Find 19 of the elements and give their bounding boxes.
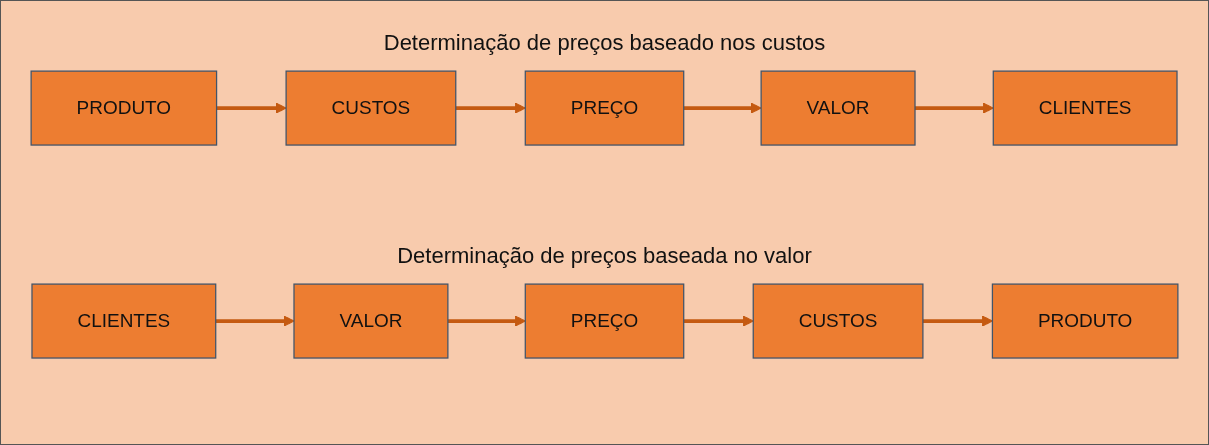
arrow xyxy=(447,315,526,327)
arrow xyxy=(683,102,762,114)
node-box xyxy=(524,283,685,359)
node-box xyxy=(991,283,1179,359)
arrow xyxy=(455,102,526,114)
arrow xyxy=(683,315,754,327)
node-box xyxy=(293,283,449,359)
row-heading: Determinação de preços baseado nos custos xyxy=(383,30,826,57)
node-box xyxy=(30,70,218,146)
node-box xyxy=(524,70,685,146)
arrow xyxy=(915,102,994,114)
node-box xyxy=(752,283,924,359)
node-box xyxy=(992,70,1178,146)
node-box xyxy=(285,70,457,146)
node-box xyxy=(31,283,217,359)
arrow xyxy=(216,102,287,114)
node-box xyxy=(760,70,916,146)
arrow xyxy=(922,315,993,327)
row-heading: Determinação de preços baseada no valor xyxy=(397,243,812,270)
